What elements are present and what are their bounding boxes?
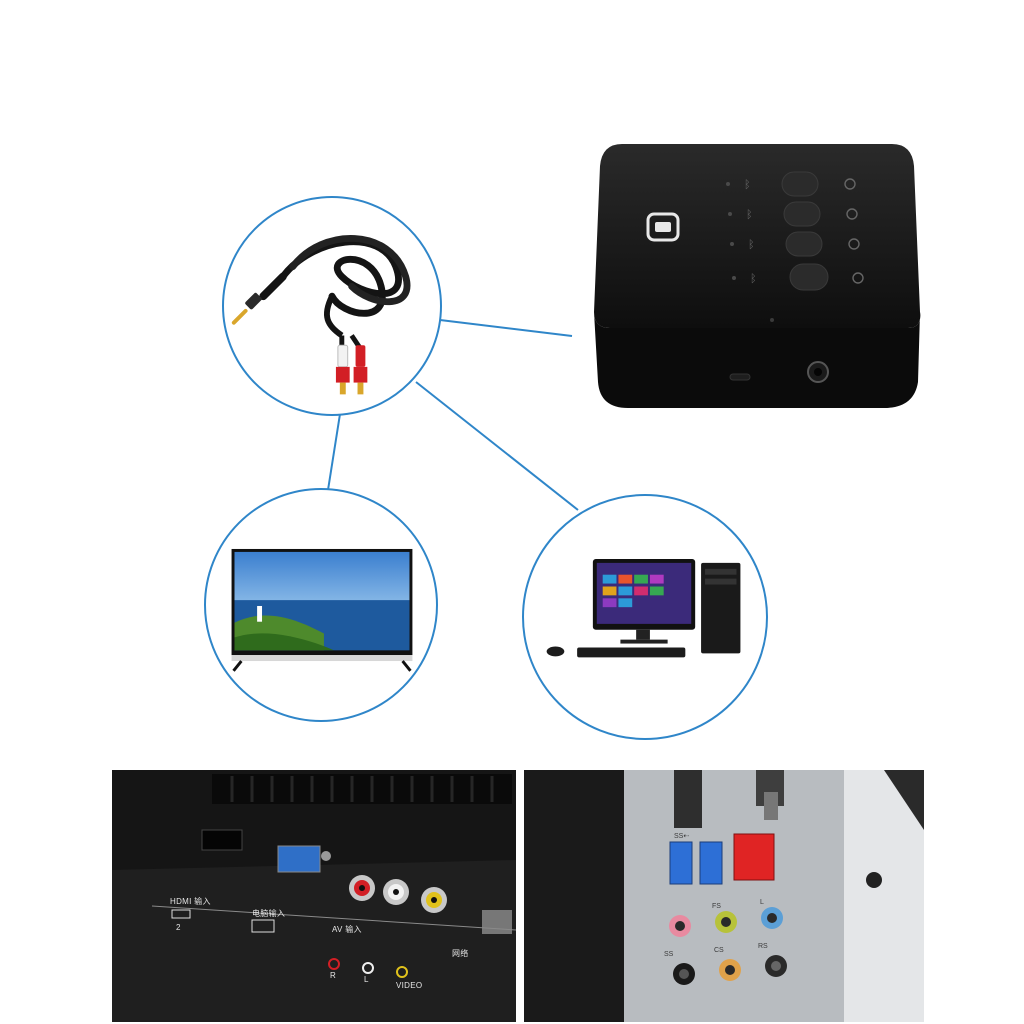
computer-circle (522, 494, 768, 740)
tv-ports-photo: HDMI 输入 2 电脑输入 AV 输入 R L VIDEO 网络 (112, 770, 516, 1022)
pair-button-1[interactable]: ᛒ (726, 171, 856, 197)
audio-jack-grey[interactable] (765, 955, 787, 977)
pair-button-3[interactable]: ᛒ (730, 231, 860, 257)
av-l-label: L (364, 975, 369, 984)
ss-label: SS (664, 951, 674, 958)
lan-port[interactable] (482, 910, 512, 934)
usb-label: SS⇠ (674, 833, 689, 840)
av-video-label: VIDEO (396, 981, 422, 990)
rca-red-jack[interactable] (349, 875, 375, 901)
bluetooth-icon: ᛒ (746, 208, 753, 221)
connector-lines (327, 319, 579, 511)
rca-yellow-jack[interactable] (421, 887, 447, 913)
pair-button-2[interactable]: ᛒ (728, 201, 858, 227)
power-icon (852, 272, 864, 284)
audio-jack-pink[interactable] (669, 915, 691, 937)
bluetooth-icon: ᛒ (744, 178, 751, 191)
desktop-computer-illustration (546, 558, 741, 658)
micro-usb-port[interactable] (729, 373, 751, 381)
line-cable-to-tv (327, 413, 341, 491)
audio-jack-orange[interactable] (719, 959, 741, 981)
dvi-port[interactable] (674, 770, 702, 828)
network-label: 网络 (452, 948, 469, 958)
bluetooth-icon: ᛒ (748, 238, 755, 251)
rca-white-jack[interactable] (383, 879, 409, 905)
line-in-label: L (760, 899, 764, 906)
pc-input-label: 电脑输入 (252, 908, 285, 918)
rca-white-plug (335, 344, 350, 395)
lan-port[interactable] (733, 833, 775, 881)
usb3-port-1[interactable] (669, 841, 693, 885)
usb3-port-2[interactable] (699, 841, 723, 885)
status-led (770, 318, 774, 322)
rs-label: RS (758, 943, 768, 950)
audio-jack-green[interactable] (715, 911, 737, 933)
pc-ports-photo: SS⇠ FS L RS SS CS (524, 770, 924, 1022)
audio-jack-blue[interactable] (761, 907, 783, 929)
bluetooth-audio-hub: ᛒ ᛒ ᛒ ᛒ (588, 132, 932, 414)
audio-jack-black[interactable] (673, 963, 695, 985)
line-cable-to-pc (415, 381, 579, 511)
hdmi-number-label: 2 (176, 923, 181, 932)
television-illustration (231, 548, 413, 672)
bluetooth-hub-logo-icon (646, 212, 680, 242)
cable-circle (222, 196, 442, 416)
av-r-label: R (330, 971, 336, 980)
vga-port[interactable] (277, 845, 321, 873)
tv-circle (204, 488, 438, 722)
av-input-label: AV 输入 (332, 924, 362, 934)
power-icon (848, 238, 860, 250)
rca-red-plug (353, 345, 368, 395)
fs-label: FS (712, 903, 721, 910)
pair-button-4[interactable]: ᛒ (732, 263, 864, 291)
bluetooth-icon: ᛒ (750, 272, 757, 285)
line-cable-to-device (439, 319, 573, 337)
hdmi-port[interactable] (201, 829, 243, 851)
aux-jack-plug (231, 272, 287, 325)
hdmi-label: HDMI 输入 (170, 896, 211, 906)
audio-cable-illustration (231, 235, 411, 395)
power-icon (844, 178, 856, 190)
power-icon (846, 208, 858, 220)
cs-label: CS (714, 947, 724, 954)
